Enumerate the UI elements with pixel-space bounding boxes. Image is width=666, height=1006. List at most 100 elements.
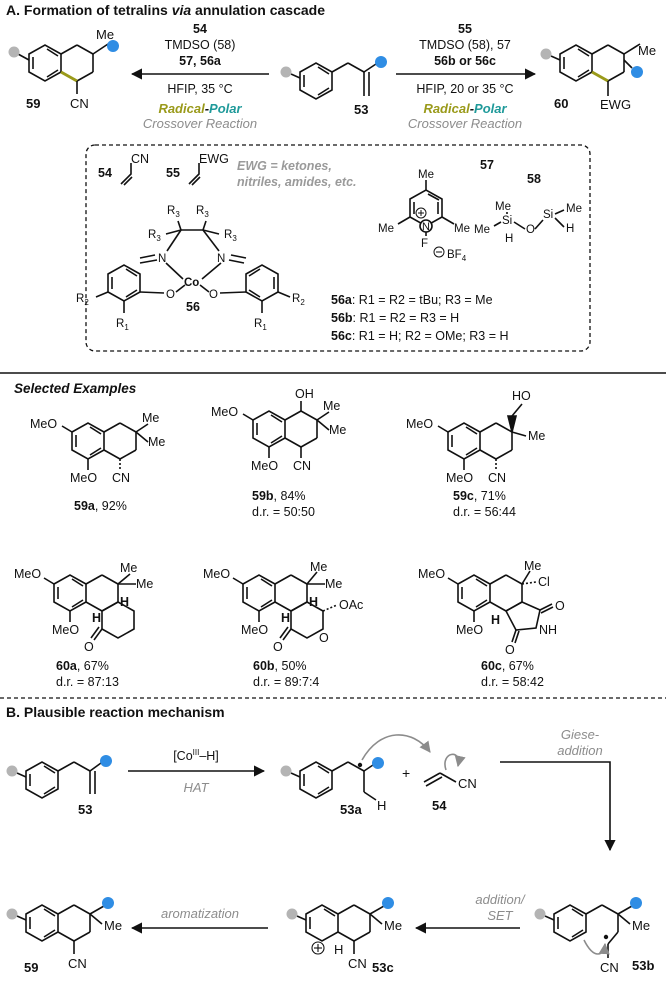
blue-dot-icon [102,897,114,909]
meo-label: MeO [52,623,79,637]
me-label: Me [325,577,342,591]
example-60c-dr: d.r. = 58:42 [481,675,544,689]
addition-set-line1: addition/ [475,892,526,907]
me-label: Me [454,223,470,235]
label-53b: 53b [632,958,654,973]
label-59: 59 [24,960,38,975]
me-label: Me [638,43,656,58]
me-label: Me [104,918,122,933]
me-label: Me [96,27,114,42]
h-label: H [120,595,129,609]
label-53a: 53a [340,802,362,817]
example-59c-caption: 59c, 71% [453,489,506,503]
me-label: Me [136,577,153,591]
mech-53c: H Me CN 53c [286,897,402,975]
cn-label: CN [488,471,506,485]
grey-dot-icon [280,765,292,777]
o-label: O [209,289,218,301]
meo-label: MeO [406,417,433,431]
o-label: O [526,224,535,236]
f-label: F [421,238,428,250]
example-59b-caption: 59b, 84% [252,489,306,503]
right-reagent-catalyst: 56b or 56c [434,54,496,68]
label-56: 56 [186,300,200,314]
compound-53-label: 53 [354,102,368,117]
meo-label: MeO [70,471,97,485]
grey-dot-icon [6,765,18,777]
example-60a-caption: 60a, 67% [56,659,109,673]
r3-label: R3 [148,229,161,243]
mech-54: CN 54 [423,753,477,813]
example-60b: MeO MeO Me Me OAc O O H H 60b, 50% d.r. … [203,560,363,689]
example-59a-caption: 59a, 92% [74,499,127,513]
giese-label-line2: addition [557,743,603,758]
grey-dot-icon [6,908,18,920]
me-label: Me [495,201,511,213]
meo-label: MeO [418,567,445,581]
me-label: Me [632,918,650,933]
right-reagent-55: 55 [458,22,472,36]
me-label: Me [310,560,327,574]
me-label: Me [524,559,541,573]
example-60b-dr: d.r. = 89:7:4 [253,675,319,689]
cn-label: CN [458,776,477,791]
catalyst-56a-line: 56a: R1 = R2 = tBu; R3 = Me [331,293,493,307]
example-60c: MeO MeO Me Cl O NH O H 60c, 67% d.r. = 5… [418,559,565,689]
meo-label: MeO [446,471,473,485]
addition-set-line2: SET [487,908,513,923]
blue-dot-icon [382,897,394,909]
oac-label: OAc [339,598,363,612]
me-label: Me [329,423,346,437]
cn-label: CN [600,960,619,975]
label-58: 58 [527,172,541,186]
section-a-title: A. Formation of tetralins via annulation… [6,2,325,18]
me-label: Me [384,918,402,933]
o-label: O [273,640,283,654]
blue-dot-icon [372,757,384,769]
grey-dot-icon [8,46,20,58]
n-label: N [217,253,225,265]
n-label: N [158,253,166,265]
left-reaction-arrow: 54 TMDSO (58) 57, 56a HFIP, 35 °C Radica… [130,22,269,131]
me-label: Me [528,429,545,443]
me-label: Me [474,224,490,236]
h-label: H [505,233,513,245]
mech-53b: Me CN 53b [534,897,654,975]
si-label: Si [502,215,512,227]
r3-label: R3 [196,205,209,219]
meo-label: MeO [211,405,238,419]
meo-label: MeO [456,623,483,637]
right-reaction-arrow: 55 TMDSO (58), 57 56b or 56c HFIP, 20 or… [396,22,537,131]
example-59a: MeO MeO Me Me CN 59a, 92% [30,411,165,513]
selected-examples: Selected Examples MeO MeO Me Me CN 59a, … [14,381,565,689]
r1-label: R1 [116,318,129,332]
me-label: Me [148,435,165,449]
r3-label: R3 [167,205,180,219]
plus-sign: + [402,765,410,781]
me-label: Me [323,399,340,413]
label-54: 54 [432,798,447,813]
ewg-note-line1: EWG = ketones, [237,159,332,173]
co-label: Co [184,277,199,289]
ewg-label: EWG [199,152,229,166]
cn-label: CN [70,96,89,111]
label-55: 55 [166,166,180,180]
h-label: H [309,595,318,609]
cn-label: CN [68,956,87,971]
example-60c-caption: 60c, 67% [481,659,534,673]
blue-dot-icon [631,66,643,78]
bf4-label: BF4 [447,249,467,263]
structure-53: 53 [280,56,387,117]
example-60a-dr: d.r. = 87:13 [56,675,119,689]
example-59c-dr: d.r. = 56:44 [453,505,516,519]
h-label: H [491,613,500,627]
reagent-box [85,144,591,352]
giese-arrow [500,761,616,852]
meo-label: MeO [251,459,278,473]
catalyst-56c-line: 56c: R1 = H; R2 = OMe; R3 = H [331,329,509,343]
h-label: H [334,942,343,957]
nh-label: NH [539,623,557,637]
grey-dot-icon [534,908,546,920]
right-crossover-text: Crossover Reaction [408,116,522,131]
mech-53a: H 53a [280,734,431,817]
